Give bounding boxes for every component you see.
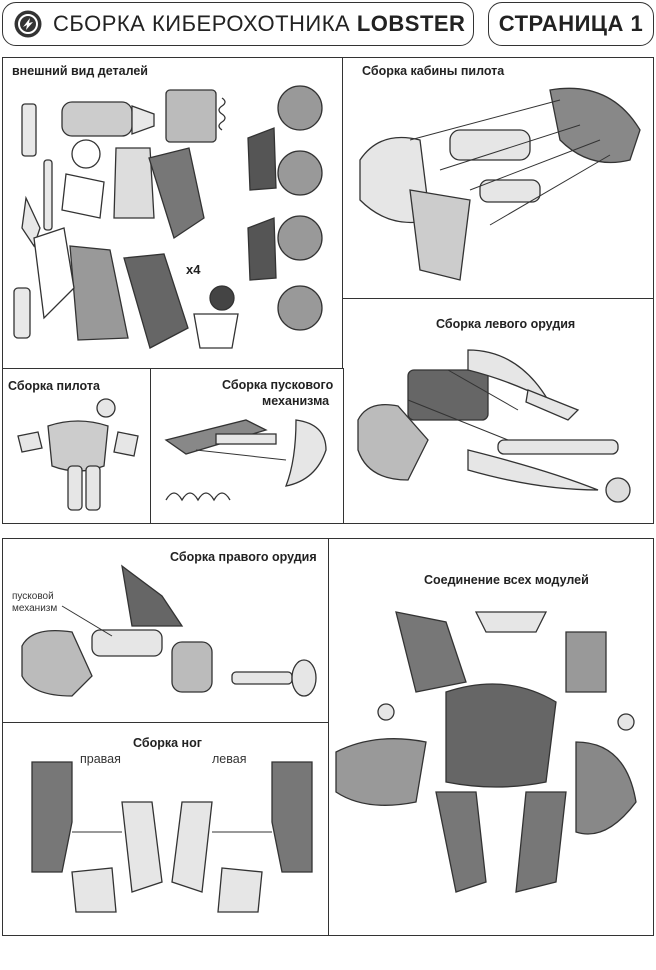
parts-multiplier: x4 [186, 262, 201, 277]
left-weapon-illustration [357, 349, 631, 503]
cockpit-illustration [359, 87, 641, 281]
leg-label-left: левая [212, 752, 247, 766]
all-modules-illustration [335, 611, 637, 893]
legs-illustration [31, 761, 313, 913]
logo-icon [14, 10, 42, 38]
page-number-box: СТРАНИЦА 1 [488, 2, 654, 46]
right-weapon-title: Сборка правого орудия [170, 550, 317, 564]
parts-illustration [13, 85, 323, 349]
right-weapon-illustration [21, 564, 317, 697]
launcher-illustration [164, 419, 327, 502]
page-number: СТРАНИЦА 1 [498, 11, 644, 36]
launcher-title-line1: Сборка пускового [222, 378, 334, 392]
parts-title: внешний вид деталей [12, 64, 148, 78]
launcher-title-line2: механизма [262, 394, 330, 408]
leg-label-right: правая [80, 752, 121, 766]
legs-title: Сборка ног [133, 736, 202, 750]
pilot-title: Сборка пилота [8, 379, 100, 393]
page-title: СБОРКА КИБЕРОХОТНИКА LOBSTER [53, 11, 465, 37]
pilot-illustration [17, 398, 139, 511]
left-weapon-title: Сборка левого орудия [436, 317, 576, 331]
title-main: СБОРКА КИБЕРОХОТНИКА [53, 11, 357, 36]
all-modules-title: Соединение всех модулей [424, 573, 589, 587]
header-title-box: СБОРКА КИБЕРОХОТНИКА LOBSTER [2, 2, 474, 46]
title-bold: LOBSTER [356, 11, 466, 36]
launcher-annotation-line1: пусковой [12, 591, 54, 602]
launcher-annotation-line2: механизм [12, 603, 58, 614]
cockpit-title: Сборка кабины пилота [362, 64, 505, 78]
